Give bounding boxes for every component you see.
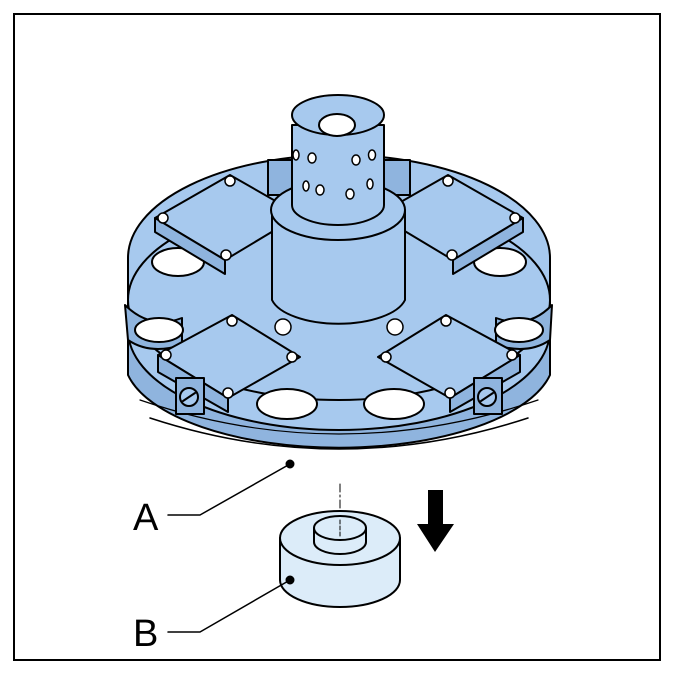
center-column: [267, 94, 411, 325]
label-b: B: [133, 613, 158, 655]
leader-dot-a: [285, 459, 295, 469]
leader-dot-b: [285, 575, 295, 585]
leader-line-b: [167, 579, 291, 633]
square-plate-front-left: [157, 314, 301, 415]
leader-line-a: [167, 463, 291, 516]
label-a: A: [133, 497, 159, 539]
square-plate-front-right: [377, 314, 521, 415]
square-plate-back-left: [154, 174, 301, 275]
part-b-puck: [279, 510, 401, 608]
square-plate-back-right: [377, 174, 524, 275]
arrow-down-icon: [417, 490, 454, 552]
shaft-bore: [318, 113, 356, 137]
diagram-frame: [13, 13, 661, 661]
